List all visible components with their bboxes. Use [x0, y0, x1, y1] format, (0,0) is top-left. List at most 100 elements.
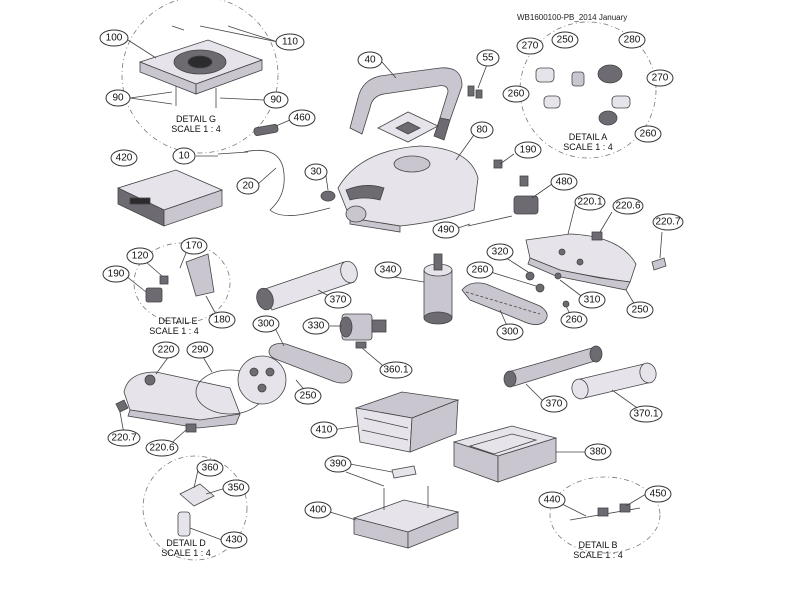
callout-220-7-b: 220.7 — [107, 429, 141, 447]
part-filter-basket — [354, 391, 460, 453]
callout-460: 460 — [288, 109, 316, 127]
callout-440: 440 — [538, 491, 566, 509]
svg-text:450: 450 — [650, 489, 667, 500]
callout-320: 320 — [486, 243, 514, 261]
svg-text:120: 120 — [132, 251, 149, 262]
callout-370-1: 370.1 — [629, 405, 663, 423]
callout-340: 340 — [374, 261, 402, 279]
svg-text:490: 490 — [438, 225, 455, 236]
callout-220-1: 220.1 — [574, 193, 606, 211]
callout-450: 450 — [644, 485, 672, 503]
callout-180: 180 — [208, 311, 236, 329]
svg-text:320: 320 — [492, 247, 509, 258]
svg-text:370: 370 — [330, 295, 347, 306]
svg-text:260: 260 — [472, 265, 489, 276]
callout-260-b: 260 — [634, 125, 662, 143]
detail-b-parts — [569, 503, 641, 521]
svg-text:390: 390 — [330, 459, 347, 470]
svg-text:10: 10 — [178, 151, 190, 162]
svg-text:250: 250 — [632, 305, 649, 316]
svg-text:250: 250 — [300, 391, 317, 402]
svg-text:370: 370 — [546, 399, 563, 410]
callout-220-7-a: 220.7 — [652, 213, 684, 231]
callout-390: 390 — [324, 455, 352, 473]
detail-g-scale: SCALE 1 : 4 — [171, 124, 221, 134]
callout-300-a: 300 — [496, 323, 524, 341]
svg-text:410: 410 — [316, 425, 333, 436]
callout-260-c: 260 — [466, 261, 494, 279]
svg-text:170: 170 — [186, 241, 203, 252]
callout-480: 480 — [550, 173, 578, 191]
svg-text:55: 55 — [482, 53, 494, 64]
callout-490: 490 — [432, 221, 460, 239]
detail-g-ring — [121, 0, 279, 154]
part-body-cover — [337, 145, 479, 233]
svg-text:340: 340 — [380, 265, 397, 276]
callout-380: 380 — [584, 443, 612, 461]
svg-text:30: 30 — [310, 167, 322, 178]
part-filter-frame — [452, 425, 558, 483]
svg-text:180: 180 — [214, 315, 231, 326]
part-190-480 — [493, 159, 539, 215]
callout-10: 10 — [172, 147, 196, 165]
svg-text:330: 330 — [308, 321, 325, 332]
callout-290: 290 — [186, 341, 214, 359]
svg-text:360: 360 — [202, 463, 219, 474]
part-390 — [345, 465, 417, 487]
leader-lines — [119, 25, 663, 541]
parts — [115, 25, 667, 549]
svg-text:260: 260 — [566, 315, 583, 326]
part-screws-90 — [175, 86, 217, 108]
detail-e-parts — [145, 253, 215, 303]
svg-text:350: 350 — [228, 483, 245, 494]
part-track-right — [461, 282, 548, 325]
detail-d-scale: SCALE 1 : 4 — [161, 548, 211, 558]
callout-110: 110 — [275, 33, 305, 51]
svg-text:300: 300 — [258, 319, 275, 330]
diagram-code: WB1600100-PB_2014 January — [517, 13, 627, 22]
callout-370-a: 370 — [324, 291, 352, 309]
callout-55: 55 — [476, 49, 500, 67]
detail-a-name: DETAIL A — [569, 132, 608, 142]
svg-text:380: 380 — [590, 447, 607, 458]
svg-text:270: 270 — [652, 73, 669, 84]
svg-text:270: 270 — [522, 41, 539, 52]
svg-text:430: 430 — [226, 535, 243, 546]
part-gear-motor — [339, 313, 387, 341]
callout-40: 40 — [357, 51, 383, 69]
callout-30: 30 — [304, 163, 328, 181]
svg-text:440: 440 — [544, 495, 561, 506]
callout-420: 420 — [110, 149, 138, 167]
callout-360-1: 360.1 — [379, 361, 413, 379]
svg-text:420: 420 — [116, 153, 133, 164]
callout-270-a: 270 — [516, 37, 544, 55]
callout-250-c: 250 — [294, 387, 322, 405]
part-roller-right — [503, 345, 603, 388]
callout-400: 400 — [304, 501, 332, 519]
callout-170: 170 — [180, 237, 208, 255]
detail-labels: DETAIL G SCALE 1 : 4 DETAIL A SCALE 1 : … — [149, 114, 623, 560]
callout-90-right: 90 — [263, 91, 289, 109]
svg-text:220.7: 220.7 — [111, 433, 136, 444]
svg-text:20: 20 — [242, 181, 254, 192]
svg-text:110: 110 — [282, 37, 298, 48]
part-460 — [253, 124, 279, 136]
detail-a-ring — [519, 21, 657, 159]
callout-360: 360 — [196, 459, 224, 477]
svg-text:290: 290 — [192, 345, 209, 356]
svg-text:460: 460 — [294, 113, 311, 124]
part-490 — [467, 215, 513, 227]
part-roller-left — [256, 260, 358, 311]
part-wheel — [237, 355, 287, 405]
detail-a-scale: SCALE 1 : 4 — [563, 142, 613, 152]
part-top-cap — [138, 25, 264, 95]
detail-e-scale: SCALE 1 : 4 — [149, 326, 199, 336]
callout-330: 330 — [302, 317, 330, 335]
svg-text:260: 260 — [640, 129, 657, 140]
svg-text:90: 90 — [112, 93, 124, 104]
callout-190-a: 190 — [514, 141, 542, 159]
svg-text:220.1: 220.1 — [577, 197, 602, 208]
svg-text:310: 310 — [584, 295, 601, 306]
svg-text:220: 220 — [158, 345, 175, 356]
